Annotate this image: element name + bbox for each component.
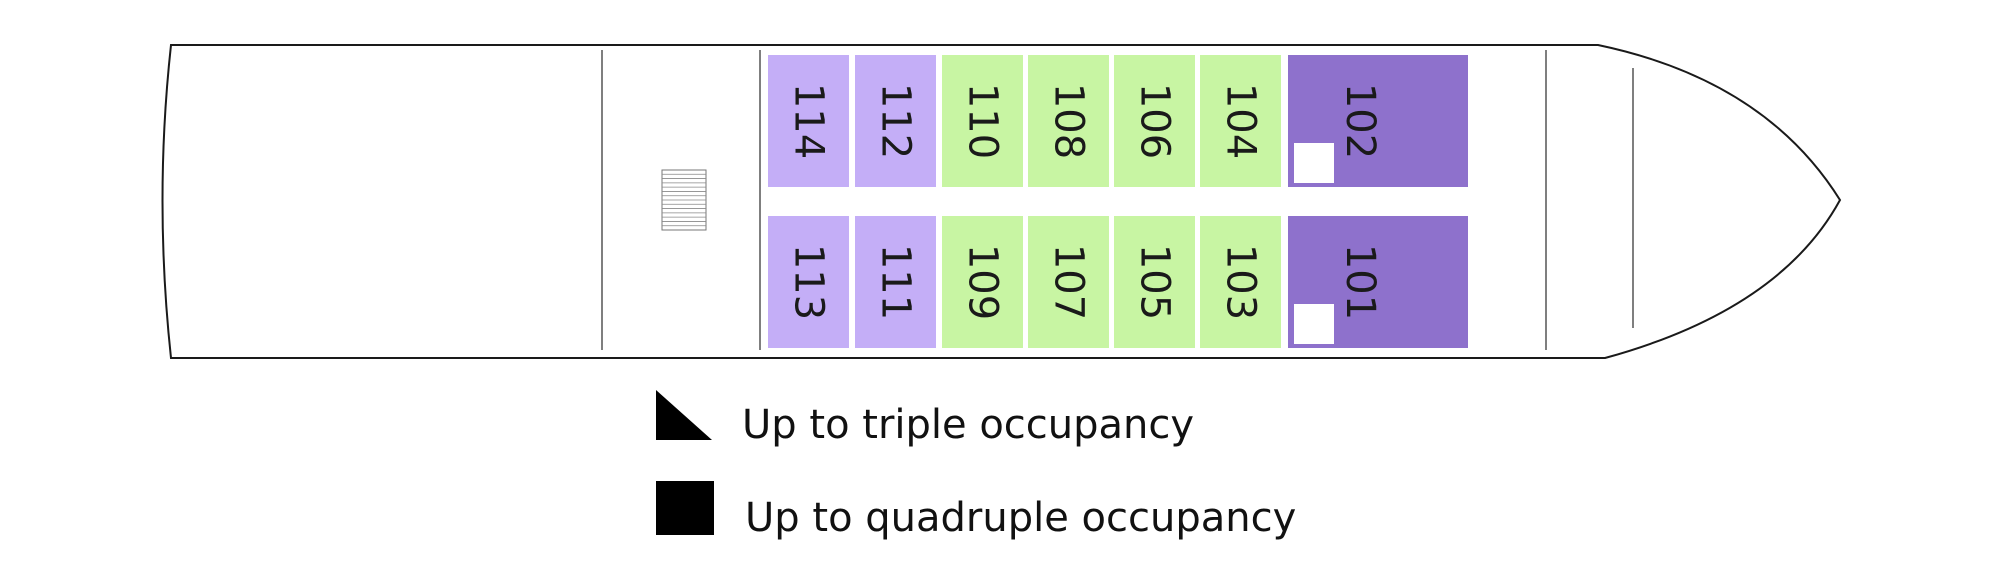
quad-occupancy-marker [1294, 304, 1334, 344]
cabin-112[interactable]: 112 [855, 55, 936, 187]
cabin-block [1114, 216, 1195, 348]
triangle-icon [656, 390, 712, 440]
cabin-number: 107 [1046, 244, 1092, 320]
cabin-number: 104 [1218, 83, 1264, 159]
cabin-number: 110 [960, 83, 1006, 159]
cabin-block [768, 216, 849, 348]
cabin-number: 114 [786, 83, 832, 159]
cabin-block [942, 216, 1023, 348]
cabin-block [942, 55, 1023, 187]
cabin-block [1028, 216, 1109, 348]
cabin-105[interactable]: 105 [1114, 216, 1195, 348]
cabin-number: 108 [1046, 83, 1092, 159]
cabin-103[interactable]: 103 [1200, 216, 1281, 348]
cabin-grid: 114 112 110 108 106 104 102 113 111 109 107 105 103 1… [768, 55, 1468, 348]
cabin-114[interactable]: 114 [768, 55, 849, 187]
cabin-101[interactable]: 101 [1288, 216, 1468, 348]
cabin-number: 112 [873, 83, 919, 159]
cabin-number: 106 [1132, 83, 1178, 159]
cabin-number: 111 [873, 244, 919, 320]
cabin-block [768, 55, 849, 187]
cabin-102[interactable]: 102 [1288, 55, 1468, 187]
cabin-106[interactable]: 106 [1114, 55, 1195, 187]
cabin-block [1028, 55, 1109, 187]
cabin-block [1114, 55, 1195, 187]
legend: Up to triple occupancy Up to quadruple o… [656, 390, 1296, 541]
cabin-block [855, 216, 936, 348]
cabin-number: 103 [1218, 244, 1264, 320]
cabin-number: 105 [1132, 244, 1178, 320]
cabin-111[interactable]: 111 [855, 216, 936, 348]
cabin-108[interactable]: 108 [1028, 55, 1109, 187]
cabin-number: 101 [1337, 244, 1383, 320]
cabin-113[interactable]: 113 [768, 216, 849, 348]
cabin-block [1200, 55, 1281, 187]
cabin-number: 113 [786, 244, 832, 320]
cabin-block [855, 55, 936, 187]
quad-occupancy-marker [1294, 143, 1334, 183]
cabin-110[interactable]: 110 [942, 55, 1023, 187]
legend-quad-label: Up to quadruple occupancy [745, 495, 1296, 541]
legend-triple-label: Up to triple occupancy [742, 402, 1194, 448]
cabin-104[interactable]: 104 [1200, 55, 1281, 187]
cabin-107[interactable]: 107 [1028, 216, 1109, 348]
cabin-109[interactable]: 109 [942, 216, 1023, 348]
square-icon [656, 481, 714, 535]
cabin-number: 109 [960, 244, 1006, 320]
staircase-icon [661, 169, 707, 231]
cabin-number: 102 [1337, 83, 1383, 159]
cabin-block [1200, 216, 1281, 348]
